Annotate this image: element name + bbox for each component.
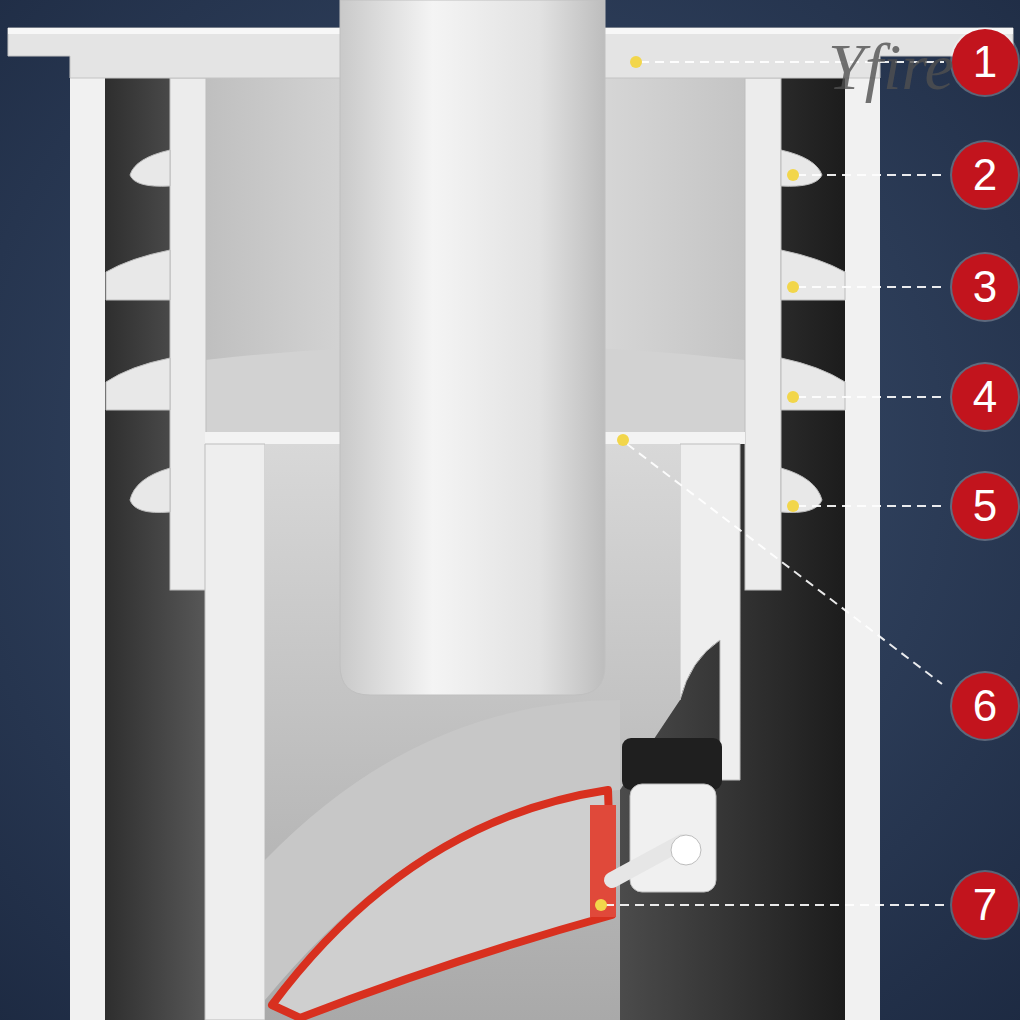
callout-number: 5 (952, 473, 1018, 539)
callout-number: 6 (952, 673, 1018, 739)
callout-number: 1 (952, 29, 1018, 95)
callout-number: 3 (952, 254, 1018, 320)
callout-number: 4 (952, 364, 1018, 430)
callout-number: 7 (952, 872, 1018, 938)
callout-number: 2 (952, 142, 1018, 208)
watermark: Yfire (828, 34, 954, 100)
